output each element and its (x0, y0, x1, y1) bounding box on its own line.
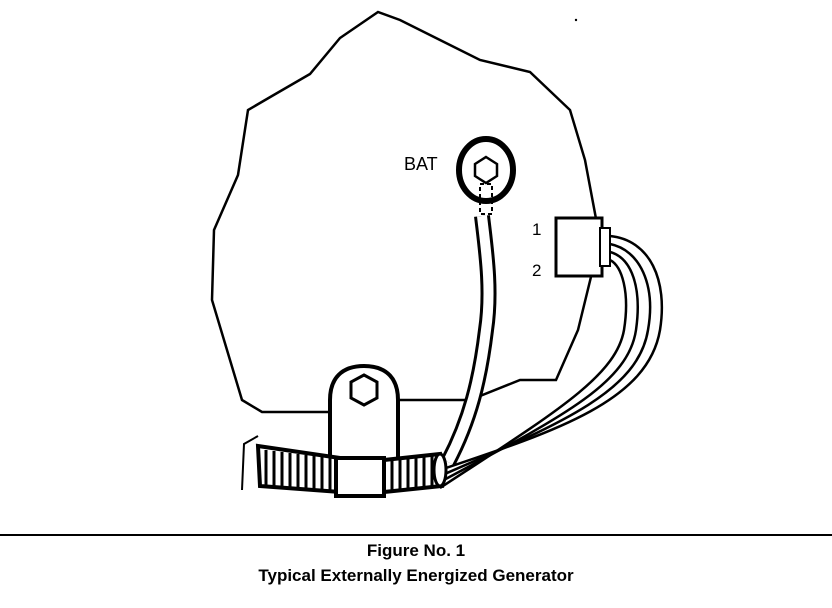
label-terminal-2: 2 (532, 261, 541, 280)
bracket-nut (349, 373, 379, 407)
label-bat: BAT (404, 154, 438, 174)
generator-housing (210, 10, 602, 414)
figure-number: Figure No. 1 (366, 541, 466, 560)
label-terminal-1: 1 (532, 220, 541, 239)
connector-wires (439, 234, 664, 490)
bat-nut (473, 155, 499, 185)
figure-title: Typical Externally Energized Generator (258, 566, 574, 585)
wire-harness (241, 435, 448, 498)
mounting-bracket (328, 363, 400, 462)
bat-terminal (456, 136, 516, 215)
caption-divider (0, 534, 832, 536)
connector-block (554, 216, 611, 278)
harness-clamp (334, 456, 386, 498)
